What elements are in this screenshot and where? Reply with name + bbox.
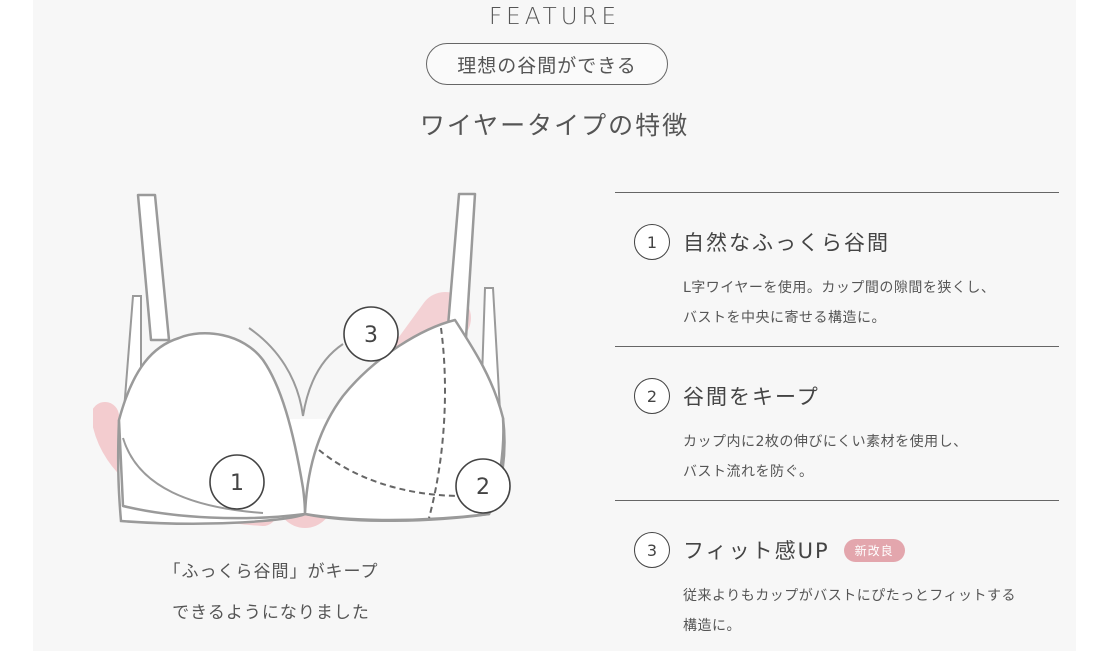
feature-item-1: 1 自然なふっくら谷間 L字ワイヤーを使用。カップ間の隙間を狭くし、 バストを中… bbox=[615, 193, 1059, 346]
divider bbox=[615, 192, 1059, 193]
feature-desc-3-line2: 構造に。 bbox=[683, 618, 741, 634]
bra-illustration: 1 2 3 bbox=[93, 192, 511, 528]
theme-pill: 理想の谷間ができる bbox=[426, 43, 668, 85]
feature-desc-2-line2: バスト流れを防ぐ。 bbox=[683, 464, 814, 480]
illustration-caption-line1: 「ふっくら谷間」がキープ bbox=[163, 562, 379, 582]
callout-1: 1 bbox=[209, 454, 265, 510]
cup-left-wire bbox=[122, 437, 264, 514]
feature-item-2: 2 谷間をキープ カップ内に2枚の伸びにくい素材を使用し、 バスト流れを防ぐ。 bbox=[615, 347, 1059, 500]
feature-desc-2: カップ内に2枚の伸びにくい素材を使用し、 バスト流れを防ぐ。 bbox=[683, 427, 968, 487]
callout-2-label: 2 bbox=[476, 475, 490, 500]
callout-3-label: 3 bbox=[364, 323, 378, 348]
strap-left bbox=[136, 193, 171, 342]
cup-right bbox=[303, 318, 505, 522]
dash-inner-vertical bbox=[428, 327, 446, 519]
feature-desc-1: L字ワイヤーを使用。カップ間の隙間を狭くし、 バストを中央に寄せる構造に。 bbox=[683, 273, 995, 333]
new-improved-badge: 新改良 bbox=[843, 538, 905, 562]
feature-desc-1-line1: L字ワイヤーを使用。カップ間の隙間を狭くし、 bbox=[683, 280, 996, 296]
feature-item-3: 3 フィット感UP 新改良 従来よりもカップがバストにぴたっとフィットする 構造に… bbox=[615, 501, 1059, 654]
callout-3: 3 bbox=[343, 306, 399, 362]
feature-title-2: 谷間をキープ bbox=[683, 385, 820, 409]
feature-panel: FEATURE 理想の谷間ができる ワイヤータイプの特徴 1 bbox=[33, 0, 1076, 651]
callout-1-label: 1 bbox=[230, 471, 244, 496]
center-gore bbox=[248, 327, 344, 417]
feature-number-3: 3 bbox=[634, 532, 670, 568]
section-headline: ワイヤータイプの特徴 bbox=[419, 111, 690, 140]
divider bbox=[615, 500, 1059, 501]
feature-number-1: 1 bbox=[634, 224, 670, 260]
feature-desc-1-line2: バストを中央に寄せる構造に。 bbox=[683, 310, 886, 326]
feature-title-1: 自然なふっくら谷間 bbox=[683, 231, 890, 255]
feature-desc-3: 従来よりもカップがバストにぴたっとフィットする 構造に。 bbox=[683, 581, 1016, 641]
feature-list: 1 自然なふっくら谷間 L字ワイヤーを使用。カップ間の隙間を狭くし、 バストを中… bbox=[615, 192, 1059, 654]
divider bbox=[615, 346, 1059, 347]
section-eyebrow: FEATURE bbox=[488, 4, 621, 30]
callout-2: 2 bbox=[455, 458, 511, 514]
dash-inner-horizontal bbox=[318, 449, 464, 497]
feature-title-3-text: フィット感UP bbox=[683, 539, 830, 563]
feature-number-2: 2 bbox=[634, 378, 670, 414]
feature-desc-2-line1: カップ内に2枚の伸びにくい素材を使用し、 bbox=[683, 434, 968, 450]
illustration-caption-line2: できるようになりました bbox=[172, 603, 370, 623]
feature-desc-3-line1: 従来よりもカップがバストにぴたっとフィットする bbox=[683, 588, 1016, 604]
feature-title-3: フィット感UP 新改良 bbox=[683, 535, 905, 565]
